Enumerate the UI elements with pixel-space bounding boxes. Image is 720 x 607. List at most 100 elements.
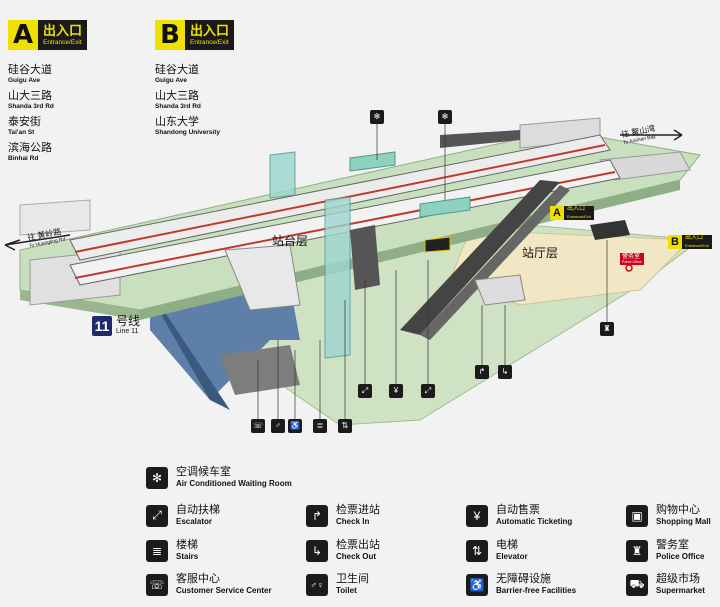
stop-name-en: Tai'an St	[8, 129, 35, 136]
snowflake-icon: ✻	[370, 110, 384, 124]
legend-en: Shopping Mall	[656, 517, 711, 526]
diagram-exit-a: A 出入口 Entrance/Exit	[550, 206, 594, 220]
legend-cn: 电梯	[496, 539, 518, 551]
legend-cn: 警务室	[656, 539, 689, 551]
stairs	[474, 274, 526, 306]
customer-service-icon: ☏	[146, 573, 168, 596]
check-out-icon: ↳	[306, 539, 328, 562]
check-in-icon: ↱	[475, 365, 489, 379]
stairs-icon: ≣	[313, 419, 327, 433]
supermarket-icon: ⛟	[626, 573, 648, 596]
stop-name: 山大三路	[8, 90, 52, 102]
police-sign-cn: 警务室	[622, 254, 641, 260]
escalator	[440, 130, 520, 148]
stop-name-en: Shanda 3rd Rd	[8, 103, 54, 110]
snowflake-icon: ✻	[146, 466, 168, 489]
exit-a-stop: 硅谷大道 Guigu Ave	[8, 64, 52, 85]
diagram-exit-b-tag: 出入口 Entrance/Exit	[682, 235, 712, 249]
legend-en: Stairs	[176, 552, 199, 561]
exit-b-header: B 出入口 Entrance/Exit	[155, 20, 235, 50]
exit-b-tag: 出入口 Entrance/Exit	[185, 20, 235, 50]
legend-cn: 客服中心	[176, 573, 220, 585]
exit-a-stop: 山大三路 Shanda 3rd Rd	[8, 90, 54, 111]
diagram-exit-b-cn: 出入口	[685, 235, 704, 241]
legend-en: Automatic Ticketing	[496, 517, 573, 526]
legend-en: Toilet	[336, 586, 357, 595]
stop-name: 硅谷大道	[8, 64, 52, 76]
legend-cn: 无障碍设施	[496, 573, 551, 585]
arrow-right-icon	[620, 129, 683, 141]
exit-b-letter: B	[155, 20, 185, 50]
stairs	[224, 244, 301, 311]
exit-a-stop: 泰安街 Tai'an St	[8, 116, 41, 137]
stop-name: 泰安街	[8, 116, 41, 128]
police-icon: ♜	[600, 322, 614, 336]
legend-en: Escalator	[176, 517, 213, 526]
accessible-icon: ♿	[288, 419, 302, 433]
diagram-exit-b-en: Entrance/Exit	[685, 243, 709, 248]
escalator	[420, 185, 570, 340]
check-in-icon: ↱	[306, 504, 328, 527]
diagram-exit-b-letter: B	[668, 235, 682, 249]
exit-b-stop: 硅谷大道 Guigu Ave	[155, 64, 199, 85]
waiting-room	[419, 196, 471, 218]
stop-name-en: Guigu Ave	[155, 77, 188, 84]
stop-name: 硅谷大道	[155, 64, 199, 76]
legend-en: Elevator	[496, 552, 528, 561]
stop-name-en: Shandong University	[155, 129, 221, 136]
arrow-left-icon	[4, 234, 71, 251]
exit-a-letter: A	[8, 20, 38, 50]
shopping-icon: ▣	[626, 504, 648, 527]
exit-a-en: Entrance/Exit	[43, 38, 82, 46]
legend-en: Check Out	[336, 552, 377, 561]
legend-cn: 检票进站	[336, 504, 380, 516]
legend-cn: 检票出站	[336, 539, 380, 551]
elevator-shaft	[269, 151, 296, 199]
line-cn: 号线	[116, 314, 141, 328]
exit-b-cn: 出入口	[190, 22, 230, 38]
escalator-icon: ⤢	[421, 384, 435, 398]
elevator-icon: ⇅	[466, 539, 488, 562]
ticket-icon: ¥	[389, 384, 403, 398]
line-en: Line 11	[116, 328, 139, 335]
legend-cn: 超级市场	[656, 573, 700, 585]
elevator-icon: ⇅	[338, 419, 352, 433]
stop-name-en: Binhai Rd	[8, 155, 39, 162]
stop-name-en: Guigu Ave	[8, 77, 41, 84]
toilet-icon: ♂	[271, 419, 285, 433]
exit-a-stop: 滨海公路 Binhai Rd	[8, 142, 52, 163]
legend-cn: 卫生间	[336, 573, 369, 585]
exit-a-header: A 出入口 Entrance/Exit	[8, 20, 88, 50]
legend-en: Police Office	[656, 552, 705, 561]
ticket-gates	[590, 220, 630, 240]
legend-cn: 自动扶梯	[176, 504, 220, 516]
toilet-icon: ♂♀	[306, 573, 328, 596]
platform-level-label: 站台层	[272, 234, 309, 248]
legend-en: Air Conditioned Waiting Room	[176, 479, 292, 488]
snowflake-icon: ✻	[438, 110, 452, 124]
exit-b-stop: 山东大学 Shandong University	[155, 116, 220, 137]
legend-cn: 楼梯	[176, 539, 198, 551]
legend-cn: 空调候车室	[176, 466, 231, 478]
escalator	[400, 180, 560, 335]
diagram-exit-a-letter: A	[550, 206, 564, 220]
lower-volume	[150, 285, 300, 400]
escalator	[350, 225, 380, 290]
exit-b-en: Entrance/Exit	[190, 38, 229, 46]
exit-b-stop: 山大三路 Shanda 3rd Rd	[155, 90, 201, 111]
ticket-icon: ¥	[466, 504, 488, 527]
legend-cn: 自动售票	[496, 504, 540, 516]
escalator-icon: ⤢	[358, 384, 372, 398]
stop-name: 山东大学	[155, 116, 199, 128]
legend-en: Customer Service Center	[176, 586, 272, 595]
police-sign: 警务室 Police Office	[620, 253, 644, 265]
